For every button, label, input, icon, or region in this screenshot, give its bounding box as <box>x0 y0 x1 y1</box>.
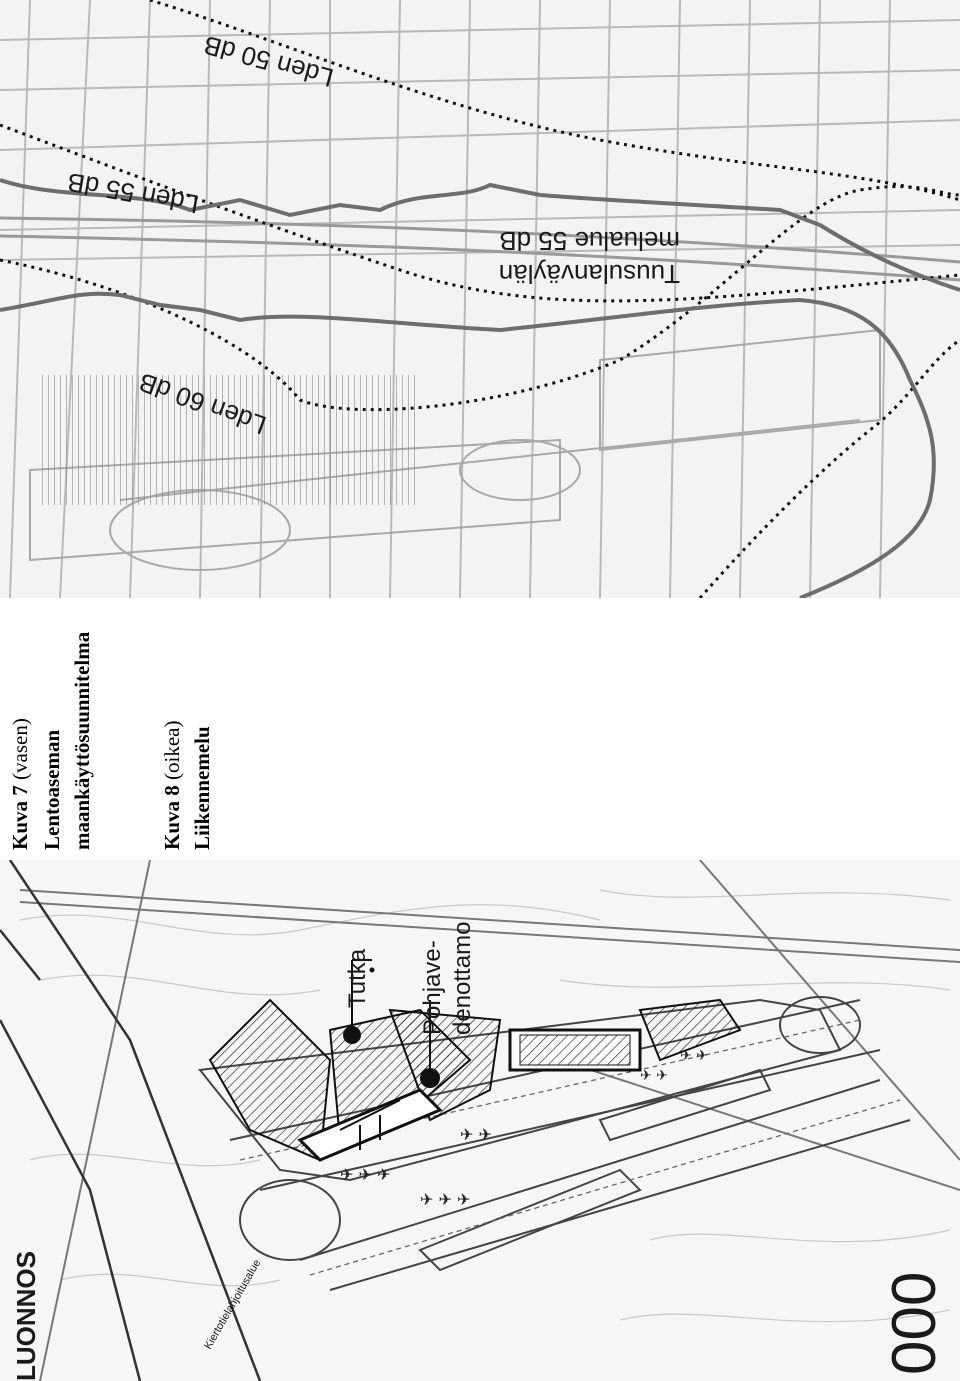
caption-fig7-side: (vasen) <box>8 718 32 780</box>
svg-text:✈ ✈: ✈ ✈ <box>640 1068 668 1084</box>
caption-line-fig7: Kuva 7 (vasen) <box>8 718 33 850</box>
label-denottamo: denottamo <box>449 922 476 1035</box>
noise-contours-dotted <box>0 0 960 598</box>
plan-boundaries <box>0 860 262 1381</box>
aircraft-positions: ✈ ✈ ✈ ✈ ✈ ✈ ✈ ✈ ✈ ✈ ✈ ✈ <box>340 1048 708 1209</box>
roads <box>19 860 960 1381</box>
street-network <box>0 0 960 598</box>
label-melualue: melualue 55 dB <box>499 226 680 256</box>
land-use-map: ✈ ✈ ✈ ✈ ✈ ✈ ✈ ✈ ✈ ✈ ✈ ✈ Tutka Pohjave- d… <box>0 860 960 1381</box>
caption-fig7-title1-text: Lentoaseman <box>40 729 64 850</box>
label-tuusulanvayla: Tuusulanväylän <box>499 259 680 289</box>
noise-contours-solid <box>0 178 960 598</box>
caption-fig8-title-text: Liikennemelu <box>190 726 214 850</box>
label-luonnos: LUONNOS <box>11 1251 41 1381</box>
terminal-buildings <box>208 998 742 1162</box>
svg-text:✈ ✈: ✈ ✈ <box>680 1048 708 1064</box>
taxiways <box>239 1019 901 1276</box>
label-tutka: Tutka <box>344 948 371 1008</box>
svg-text:✈ ✈ ✈: ✈ ✈ ✈ <box>340 1165 390 1184</box>
motorway <box>0 216 960 282</box>
figure-caption: Kuva 7 (vasen) Lentoaseman maankäyttösuu… <box>0 598 960 860</box>
caption-fig8-side: (oikea) <box>160 720 184 780</box>
caption-fig8-label: Kuva 8 <box>160 785 184 850</box>
caption-fig8-title: Liikennemelu <box>190 726 215 850</box>
land-use-map-svg: ✈ ✈ ✈ ✈ ✈ ✈ ✈ ✈ ✈ ✈ ✈ ✈ Tutka Pohjave- d… <box>0 860 960 1381</box>
runway-system <box>198 996 911 1291</box>
caption-line-fig8: Kuva 8 (oikea) <box>160 721 185 850</box>
noise-map-svg: Lden 50 dB Lden 55 dB Lden 60 dB Tuusula… <box>0 0 960 598</box>
noise-map: Lden 50 dB Lden 55 dB Lden 60 dB Tuusula… <box>0 0 960 598</box>
label-drawing-number: 000 <box>880 1272 949 1375</box>
caption-fig7-label: Kuva 7 <box>8 785 32 850</box>
caption-fig7-title2-text: maankäyttösuunnitelma <box>70 631 94 850</box>
terrain-contours <box>19 889 951 1323</box>
caption-fig7-title1: Lentoaseman <box>40 730 65 850</box>
label-pohjave: Pohjave- <box>419 940 446 1035</box>
svg-text:✈ ✈: ✈ ✈ <box>460 1125 492 1144</box>
hatched-zone <box>40 375 420 505</box>
svg-text:✈ ✈ ✈: ✈ ✈ ✈ <box>420 1190 470 1209</box>
caption-fig7-title2: maankäyttösuunnitelma <box>70 632 95 850</box>
poi-markers <box>343 959 440 1088</box>
